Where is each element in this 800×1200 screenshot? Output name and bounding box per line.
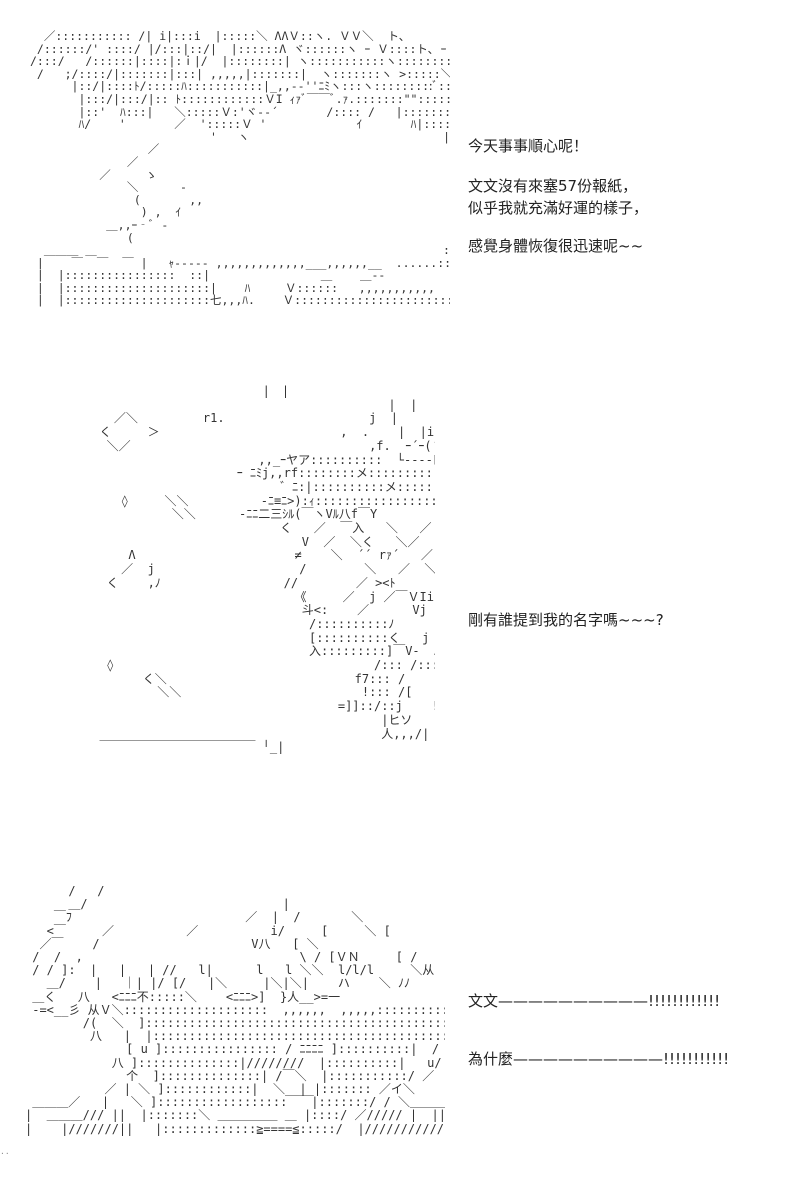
dialogue-box-3: 文文——————————!!!!!!!!!!!! 為什麼——————————!!…: [468, 990, 788, 1070]
dialogue-box-2: 剛有誰提到我的名字嗎~~~?: [468, 609, 788, 631]
dialogue-line: 今天事事順心呢！: [468, 137, 589, 155]
panel-1: ／::::::::::: /| i|:::i |:::::＼ ΛΛＶ::ヽ. Ｖ…: [0, 30, 800, 370]
ascii-art-character-relaxed: ／::::::::::: /| i|:::i |:::::＼ ΛΛＶ::ヽ. Ｖ…: [30, 30, 450, 308]
dialogue-line: 感覺身體恢復很迅速呢~~: [468, 237, 644, 255]
ascii-art-character-framed: ￣￣￣￣￣￣￣￣￣￣￣￣￣ |￣| | | ／＼ r1. j | く ＞ , .…: [99, 385, 435, 755]
panel-3: / / ＼ ＿/ | ￣ ‐ﾆミ ￣ﾌ ／ | / ＼ ＿ ／ <￣: [0, 885, 800, 1200]
dialogue-line: 文文沒有來塞57份報紙， 似乎我就充滿好運的樣子，: [468, 177, 649, 217]
panel-2: ￣￣￣￣￣￣￣￣￣￣￣￣￣ |￣| | | ／＼ r1. j | く ＞ , .…: [0, 385, 800, 865]
dialogue-line: 剛有誰提到我的名字嗎~~~?: [468, 611, 664, 629]
stray-mark: ..: [0, 1147, 10, 1156]
dialogue-line: 文文——————————!!!!!!!!!!!!: [468, 992, 721, 1010]
dialogue-line: 為什麼——————————!!!!!!!!!!!: [468, 1050, 730, 1068]
ascii-art-character-shocked: / / ＼ ＿/ | ￣ ‐ﾆミ ￣ﾌ ／ | / ＼ ＿ ／ <￣: [25, 885, 445, 1136]
dialogue-box-1: 今天事事順心呢！ 文文沒有來塞57份報紙， 似乎我就充滿好運的樣子， 感覺身體恢…: [468, 135, 788, 257]
